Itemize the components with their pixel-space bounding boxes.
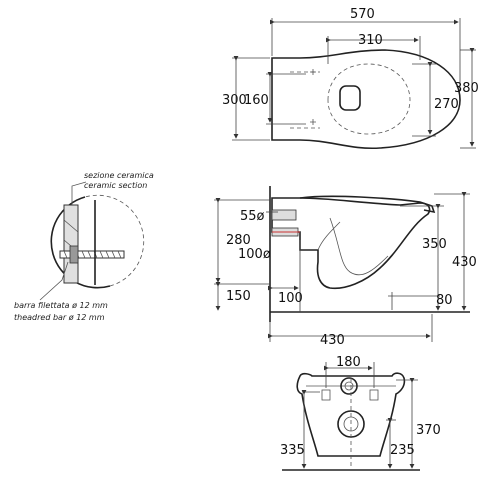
label-threaded-bar-en: theadred bar ø 12 mm — [14, 313, 105, 322]
section-detail: sezione ceramica ceramic section barra f… — [14, 171, 154, 322]
ceramic-section — [63, 204, 79, 284]
label-ceramic-section-it: sezione ceramica — [84, 171, 154, 180]
dim-rim-height-inner: 350 — [422, 237, 447, 252]
top-view-drain — [339, 85, 361, 111]
threaded-bar — [59, 250, 125, 259]
dim-inlet-height: 280 — [226, 233, 251, 248]
dim-front-right-offset: 235 — [390, 443, 415, 458]
front-view: 180 370 335 235 — [280, 355, 441, 471]
dim-projection: 430 — [320, 333, 345, 348]
dim-outlet-diameter: 100ø — [238, 247, 271, 262]
label-ceramic-section-en: ceramic section — [84, 181, 147, 190]
side-view: 55ø 100ø 280 150 100 350 430 80 430 — [214, 186, 477, 348]
dim-outlet-offset: 100 — [278, 291, 303, 306]
dim-floor-offset: 150 — [226, 289, 251, 304]
front-inlet-circle — [340, 377, 358, 395]
bolt-mark-icon — [310, 69, 316, 75]
dim-overall-width: 380 — [454, 81, 479, 96]
top-view: 570 310 300 160 270 380 — [222, 7, 479, 150]
bolt-mark-icon — [310, 119, 316, 125]
dim-seat-opening: 310 — [358, 33, 383, 48]
nut — [69, 245, 79, 264]
dim-inner-width: 270 — [434, 97, 459, 112]
inlet-pipe — [271, 209, 297, 221]
side-view-seat — [299, 195, 436, 214]
dim-rim-height: 430 — [452, 255, 477, 270]
dim-inlet-diameter: 55ø — [240, 209, 265, 224]
label-threaded-bar-it: barra filettata ø 12 mm — [14, 301, 108, 310]
top-view-seat-opening — [327, 63, 411, 135]
dim-front-bolt-spacing: 180 — [336, 355, 361, 370]
side-view-trap — [329, 217, 389, 276]
top-view-bowl-outline — [271, 49, 461, 150]
bolt-hole-left — [321, 389, 331, 401]
dim-overall-length: 570 — [350, 7, 375, 22]
section-detail-circle — [50, 196, 111, 289]
side-view-bowl — [271, 197, 431, 290]
dim-rear-width: 300 — [222, 93, 247, 108]
dim-base-gap: 80 — [436, 293, 453, 308]
bolt-hole-right — [369, 389, 379, 401]
dim-bolt-spacing: 160 — [244, 93, 269, 108]
dim-front-left-offset: 335 — [280, 443, 305, 458]
dim-front-height: 370 — [416, 423, 441, 438]
